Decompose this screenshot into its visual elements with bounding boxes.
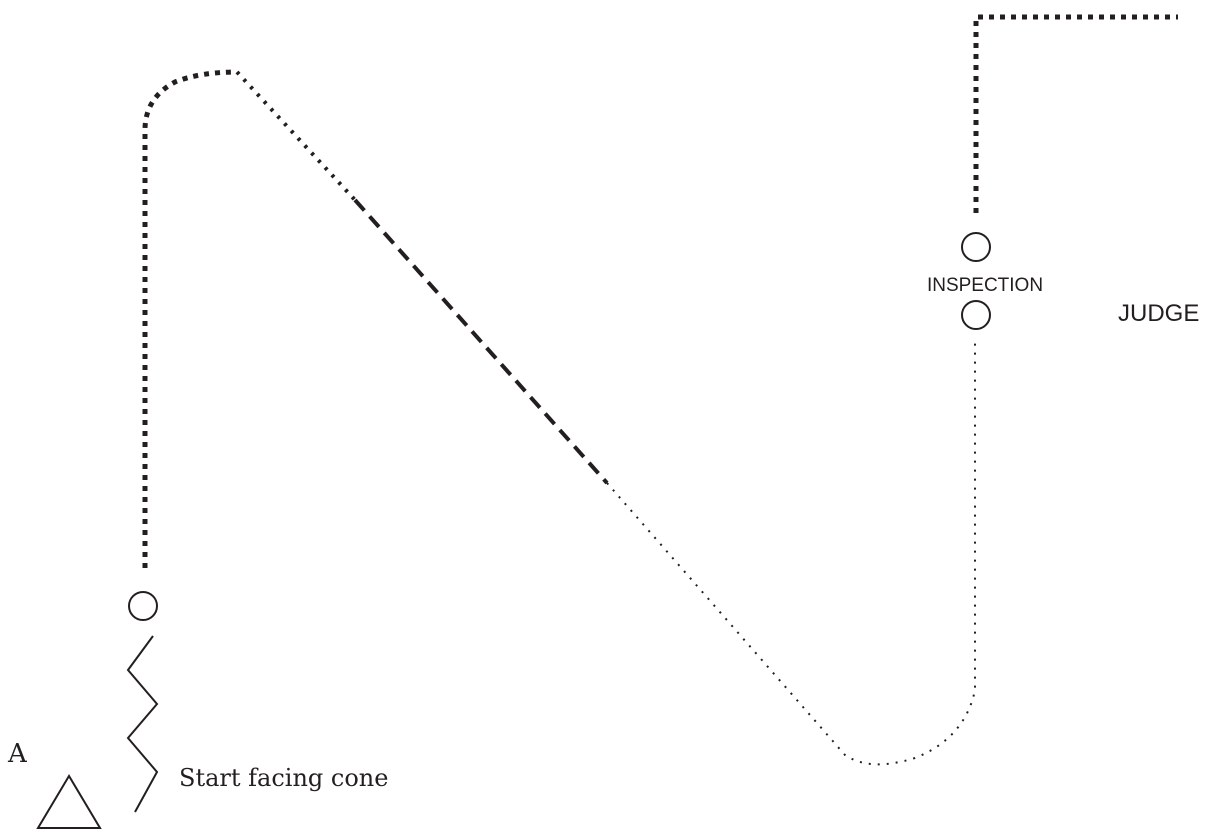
dashed-diagonal-path <box>353 198 609 485</box>
zigzag-path <box>126 635 159 813</box>
dotted-diagonal-path <box>235 70 357 202</box>
judge-label: JUDGE <box>1118 300 1199 327</box>
fine-dotted-path <box>606 338 976 766</box>
square-dotted-path-right <box>973 14 1178 213</box>
inspection-top-cone-icon <box>961 232 991 262</box>
start-cone-icon <box>128 591 158 621</box>
marker-a-label: A <box>7 739 28 769</box>
start-marker-triangle-icon <box>36 774 102 829</box>
start-note-label: Start facing cone <box>179 764 388 792</box>
square-dotted-path-left <box>142 69 238 568</box>
inspection-bottom-cone-icon <box>961 300 991 330</box>
inspection-label: INSPECTION <box>927 275 1043 296</box>
